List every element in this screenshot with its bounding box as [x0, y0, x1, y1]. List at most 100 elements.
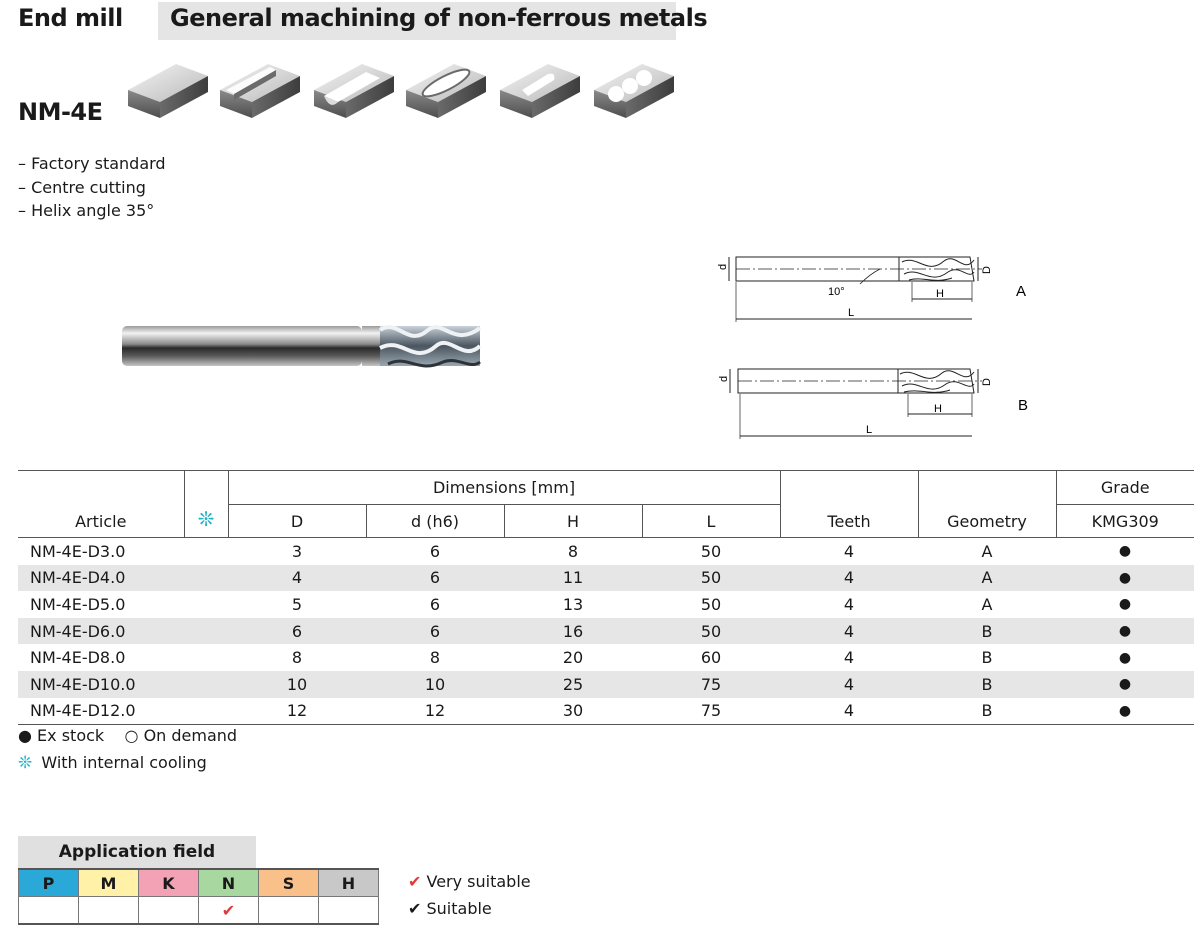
cooling-legend-text: With internal cooling	[41, 753, 207, 772]
feature-item: – Helix angle 35°	[18, 201, 155, 220]
material-group-n: N	[198, 868, 259, 897]
cell-grade-availability: ●	[1118, 649, 1132, 666]
ex-stock-legend: ● Ex stock	[18, 726, 105, 745]
cell-cooling	[184, 538, 228, 565]
suitability-p	[18, 896, 79, 925]
cell-L: 50	[642, 564, 780, 592]
shoulder-milling-icon	[220, 64, 300, 118]
drawing-geometry-b: d D H L B	[718, 368, 1028, 439]
col-geometry: Geometry	[917, 470, 1056, 538]
cell-cooling	[184, 644, 228, 671]
on-demand-legend: ○ On demand	[124, 726, 238, 745]
material-group-s: S	[258, 868, 319, 897]
suitability-h	[318, 896, 379, 925]
cell-H: 16	[504, 617, 642, 645]
material-group-m: M	[78, 868, 139, 897]
feature-list: – Factory standard – Centre cutting – He…	[18, 152, 166, 223]
col-teeth: Teeth	[779, 470, 918, 538]
dim-d-label: d	[717, 264, 729, 270]
cell-L: 60	[700, 648, 722, 668]
cell-d: 10	[366, 670, 504, 698]
cell-teeth: 4	[843, 541, 855, 561]
dim-D-label: D	[981, 378, 993, 386]
face-milling-icon	[128, 64, 208, 118]
black-check-icon: ✔	[408, 899, 422, 918]
cell-L: 50	[642, 617, 780, 645]
cell-article: NM-4E-D5.0	[30, 594, 126, 614]
cell-article: NM-4E-D12.0	[18, 697, 184, 726]
cell-cooling	[184, 591, 228, 618]
dim-L-label: L	[848, 307, 854, 319]
cell-H: 25	[504, 670, 642, 698]
cell-D: 5	[291, 594, 303, 614]
cell-D: 4	[228, 564, 366, 592]
cell-D: 8	[291, 648, 303, 668]
keyway-milling-icon	[500, 64, 580, 118]
feature-item: – Centre cutting	[18, 177, 146, 197]
subtitle: General machining of non-ferrous metals	[170, 4, 708, 32]
slot-milling-icon	[314, 64, 394, 118]
cell-H: 13	[562, 594, 584, 614]
operation-icons	[128, 64, 674, 118]
cell-teeth: 4	[780, 697, 918, 726]
suitability-k	[138, 896, 199, 925]
application-field-header	[18, 836, 256, 868]
cell-teeth: 4	[843, 594, 855, 614]
plunge-milling-icon	[594, 64, 674, 118]
angle-label: 10°	[828, 286, 845, 298]
cell-L: 50	[700, 594, 722, 614]
material-group-h: H	[318, 868, 379, 897]
col-article: Article	[18, 470, 184, 538]
cell-H: 20	[562, 648, 584, 668]
cell-article: NM-4E-D8.0	[30, 648, 126, 668]
cell-geometry: A	[918, 564, 1056, 592]
drawing-geometry-a: d D 10° H L A	[717, 256, 1026, 322]
suitable-text: Suitable	[426, 899, 492, 918]
dim-H-label: H	[936, 288, 944, 300]
suitability-n: ✔	[198, 896, 259, 925]
cell-d: 8	[429, 648, 441, 668]
material-group-p: P	[18, 868, 79, 897]
cell-L: 75	[642, 670, 780, 698]
dimensions-group-header: Dimensions [mm]	[227, 470, 780, 505]
cell-D: 10	[228, 670, 366, 698]
pocket-milling-icon	[406, 64, 486, 118]
col-D: D	[227, 504, 366, 538]
cell-geometry: B	[918, 617, 1056, 645]
suitable-legend: ✔ Suitable	[408, 899, 492, 918]
cell-L: 50	[700, 541, 722, 561]
very-suitable-legend: ✔ Very suitable	[408, 872, 531, 891]
cell-grade-availability: ●	[1118, 596, 1132, 613]
cell-cooling	[184, 697, 228, 726]
cell-geometry: B	[918, 670, 1056, 698]
category-title: End mill	[18, 4, 123, 32]
cell-D: 12	[228, 697, 366, 726]
cell-d: 6	[366, 617, 504, 645]
feature-item: – Factory standard	[18, 154, 166, 173]
cell-article: NM-4E-D6.0	[18, 617, 184, 645]
grade-group-header: Grade	[1055, 470, 1194, 505]
very-suitable-text: Very suitable	[426, 872, 531, 891]
cell-teeth: 4	[780, 617, 918, 645]
cooling-legend-icon: ❊	[18, 753, 33, 773]
cell-geometry: B	[918, 697, 1056, 726]
subtitle-background	[158, 2, 676, 40]
cell-d: 12	[366, 697, 504, 726]
geometry-a-label: A	[1016, 283, 1026, 300]
material-group-k: K	[138, 868, 199, 897]
dim-L-label: L	[866, 424, 872, 436]
cell-d: 6	[429, 594, 441, 614]
col-grade: KMG309	[1055, 504, 1194, 538]
cell-cooling	[184, 564, 228, 592]
cell-geometry: A	[981, 541, 993, 561]
cell-grade-availability: ●	[1056, 697, 1194, 726]
cell-geometry: A	[981, 594, 993, 614]
cell-cooling	[184, 670, 228, 698]
geometry-b-label: B	[1018, 397, 1028, 414]
